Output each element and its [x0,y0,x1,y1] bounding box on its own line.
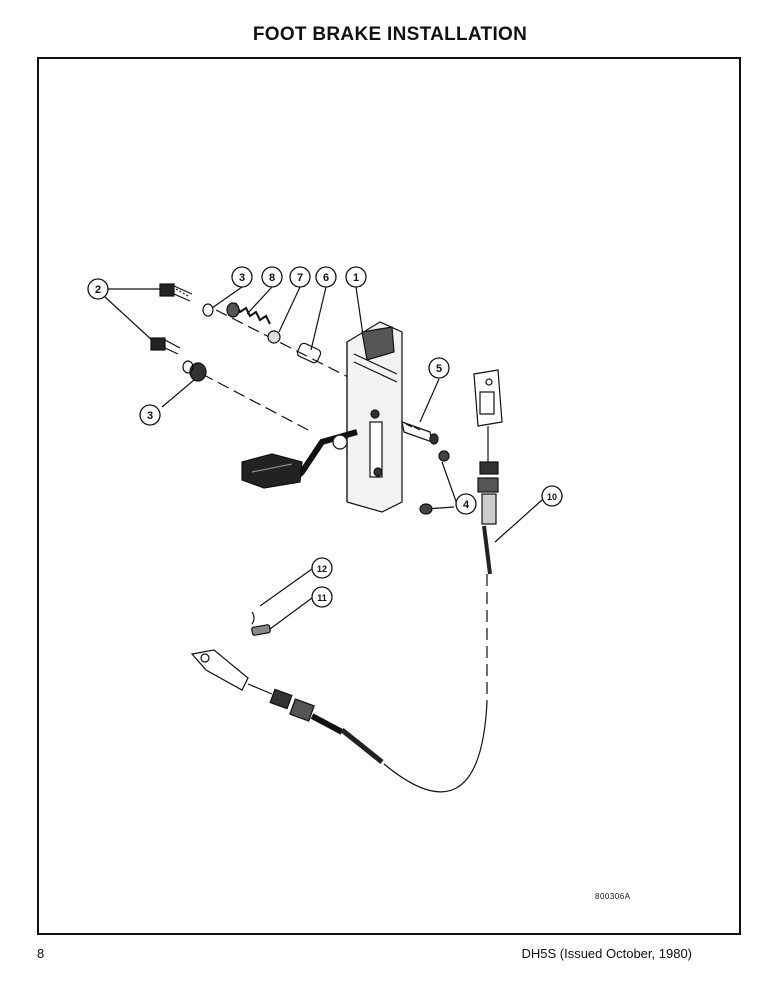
figure-frame: 2 3 8 7 6 1 3 5 4 10 12 11 [37,57,741,935]
brake-pedal [241,429,358,489]
washer-upper [202,303,214,317]
callout-4-label: 4 [463,499,470,511]
callout-10-circle [541,485,563,507]
callout-6-label: 6 [323,272,329,284]
callout-2-label: 2 [95,284,101,296]
exploded-diagram: 2 3 8 7 6 1 3 5 4 10 12 11 [87,266,563,793]
callout-7-label: 7 [297,272,303,284]
callout-10-label: 10 [547,492,557,502]
callout-4-circle [455,493,477,515]
sleeve-6 [296,342,322,364]
cable-clevis-lower [190,649,488,793]
callout-6-circle [315,266,337,288]
callout-2-circle [87,278,109,300]
callout-11-label: 11 [317,593,327,603]
callout-1-circle [345,266,367,288]
brake-pedal-bracket [346,321,403,513]
nut-4a [438,450,450,462]
leader-lines [104,286,543,630]
bolt-lower [150,337,181,355]
bolt-5 [401,421,439,445]
callout-5-circle [428,357,450,379]
washer-lower [182,360,194,374]
callout-5-label: 5 [436,363,442,375]
clevis-pin-11 [251,624,271,636]
callout-12-label: 12 [317,564,327,574]
cable-clevis-upper [473,369,503,575]
callout-3a-label: 3 [239,272,245,284]
spring [226,302,271,325]
callout-8-label: 8 [269,272,275,284]
callout-3a-circle [231,266,253,288]
callout-7-circle [289,266,311,288]
callout-11-circle [311,586,333,608]
bolt-upper [159,283,193,302]
callout-1-label: 1 [353,272,359,284]
nut-7 [267,330,281,344]
assembly-lines [201,309,488,702]
callout-8-circle [261,266,283,288]
cotter-pin-12 [251,611,255,625]
callout-12-circle [311,557,333,579]
page-number: 8 [37,946,45,961]
nut-4b [419,503,433,515]
page-title: FOOT BRAKE INSTALLATION [252,24,528,45]
callout-3b-circle [139,404,161,426]
document-reference: DH5S (Issued October, 1980) [521,946,692,961]
figure-id: 800306A [595,892,631,901]
callout-3b-label: 3 [147,410,153,422]
